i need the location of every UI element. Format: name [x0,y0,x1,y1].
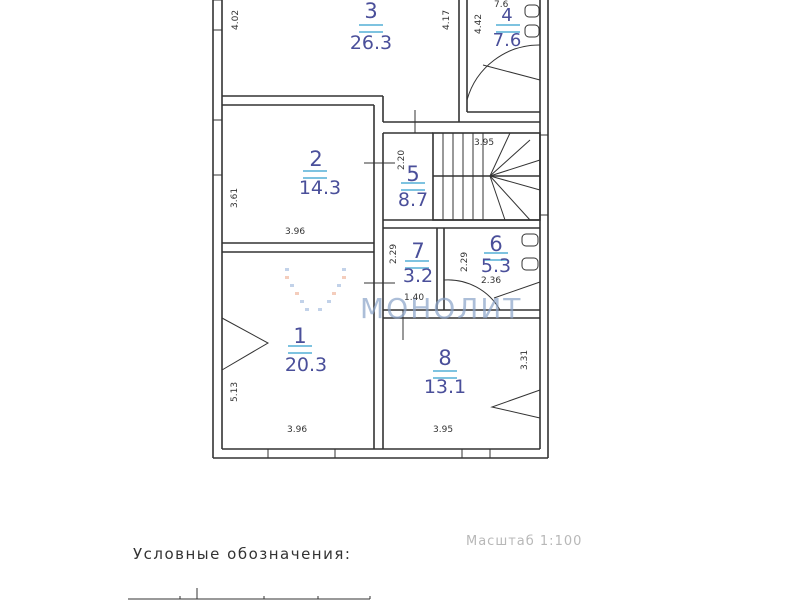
dim-room6-width: 2.36 [481,276,502,286]
dim-stair-width: 3.95 [474,138,495,148]
dim-room7-height: 2.29 [389,243,399,264]
dim-room2-width: 3.96 [285,227,306,237]
legend-wall-symbol [128,588,371,600]
dim-room3-right: 4.17 [442,9,452,30]
dim-room6-height: 2.29 [460,251,470,272]
legend-title: Условные обозначения: [133,545,352,563]
dim-room1-height: 5.13 [230,381,240,402]
dim-room4-top: 7.6 [494,0,509,10]
dim-room7-width: 1.40 [404,293,425,303]
dim-room8-height: 3.31 [520,349,530,370]
dim-room5-height: 2.20 [397,149,407,170]
watermark-logo-icon [285,268,346,311]
dim-room1-width: 3.96 [287,425,308,435]
dim-room8-width: 3.95 [433,425,454,435]
dim-room4-height: 4.42 [474,13,484,34]
dim-room3-height: 4.02 [231,9,241,30]
scale-label: Масштаб 1:100 [466,534,583,549]
dim-room2-height: 3.61 [230,187,240,208]
watermark-text: МОНОЛИТ [360,292,523,325]
